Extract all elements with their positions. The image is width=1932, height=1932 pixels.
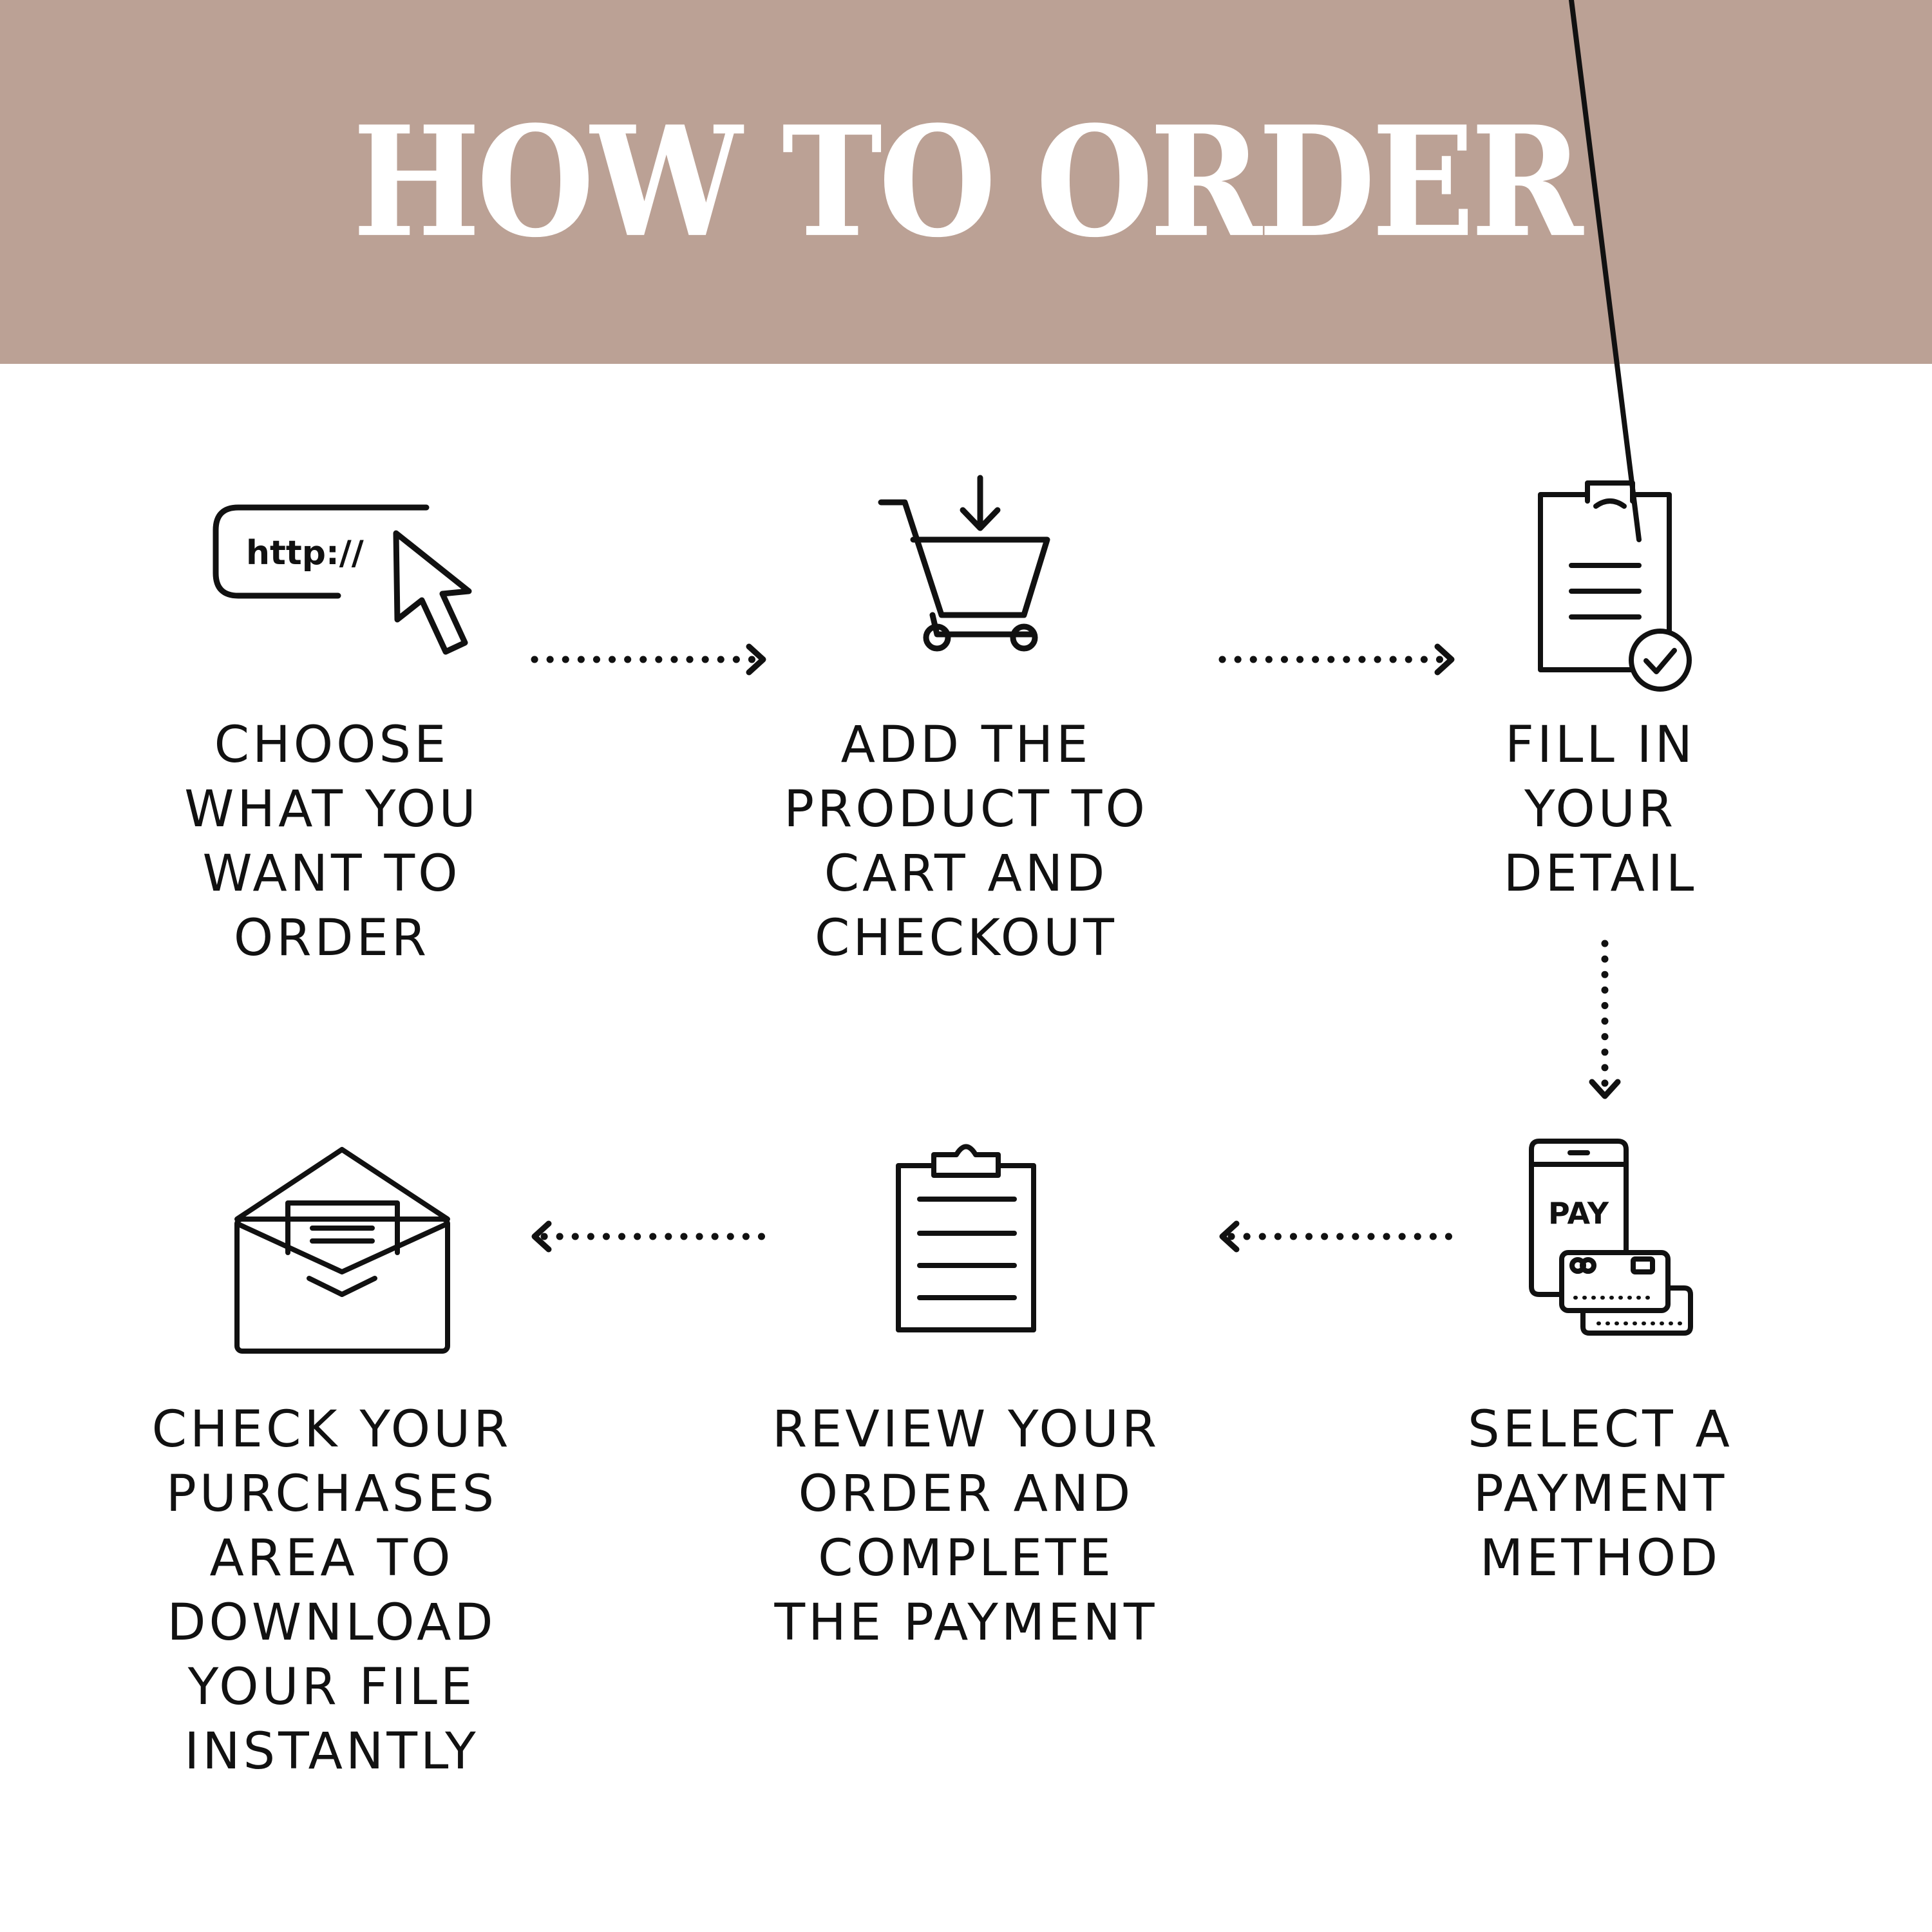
browser-url-cursor-icon: http:// xyxy=(213,504,472,655)
step-3-line: DETAIL xyxy=(1503,845,1698,903)
clipboard-icon xyxy=(896,1144,1036,1332)
step-6-line: INSTANTLY xyxy=(184,1723,479,1781)
step-3-line: YOUR xyxy=(1524,781,1677,838)
step-2-line: CHECKOUT xyxy=(815,909,1117,967)
step-4-line: PAYMENT xyxy=(1473,1465,1728,1523)
shopping-cart-icon xyxy=(878,475,1050,652)
open-envelope-icon xyxy=(234,1147,450,1354)
url-text: http:// xyxy=(246,534,364,573)
step-6-line: DOWNLOAD xyxy=(167,1594,497,1652)
step-6-label: CHECK YOUR PURCHASES AREA TO DOWNLOAD YO… xyxy=(106,1397,557,1784)
connector-arrow-5 xyxy=(531,1220,768,1253)
pay-text: PAY xyxy=(1548,1196,1609,1231)
step-3-line: FILL IN xyxy=(1505,716,1696,774)
connector-arrow-2 xyxy=(1218,643,1455,676)
step-5-line: THE PAYMENT xyxy=(774,1594,1158,1652)
step-4-label: SELECT A PAYMENT METHOD xyxy=(1375,1397,1826,1591)
step-5-line: REVIEW YOUR xyxy=(772,1401,1160,1459)
step-1-line: ORDER xyxy=(233,909,430,967)
step-2-line: CART AND xyxy=(824,845,1108,903)
form-check-icon xyxy=(1538,0,1692,692)
step-6-line: PURCHASES xyxy=(166,1465,498,1523)
connector-arrow-3 xyxy=(1589,940,1621,1099)
step-5-line: COMPLETE xyxy=(818,1530,1114,1587)
page-title: HOW TO ORDER xyxy=(352,93,1584,271)
step-6-line: CHECK YOUR xyxy=(151,1401,512,1459)
step-2-line: ADD THE xyxy=(840,716,1092,774)
step-6-line: AREA TO xyxy=(209,1530,454,1587)
connector-arrow-1 xyxy=(531,643,766,676)
step-5-line: ORDER AND xyxy=(798,1465,1134,1523)
step-1-line: WHAT YOU xyxy=(184,781,479,838)
step-1-line: WANT TO xyxy=(202,845,461,903)
connector-arrow-4 xyxy=(1219,1220,1456,1253)
step-1-label: CHOOSE WHAT YOU WANT TO ORDER xyxy=(106,713,557,971)
step-2-line: PRODUCT TO xyxy=(784,781,1148,838)
step-6-line: YOUR FILE xyxy=(187,1658,476,1716)
step-1-line: CHOOSE xyxy=(214,716,450,774)
step-3-label: FILL IN YOUR DETAIL xyxy=(1375,713,1826,906)
step-2-label: ADD THE PRODUCT TO CART AND CHECKOUT xyxy=(741,713,1191,971)
step-5-label: REVIEW YOUR ORDER AND COMPLETE THE PAYME… xyxy=(741,1397,1191,1655)
step-4-line: METHOD xyxy=(1479,1530,1721,1587)
step-4-line: SELECT A xyxy=(1468,1401,1733,1459)
phone-pay-cards-icon: PAY xyxy=(1529,1139,1693,1336)
